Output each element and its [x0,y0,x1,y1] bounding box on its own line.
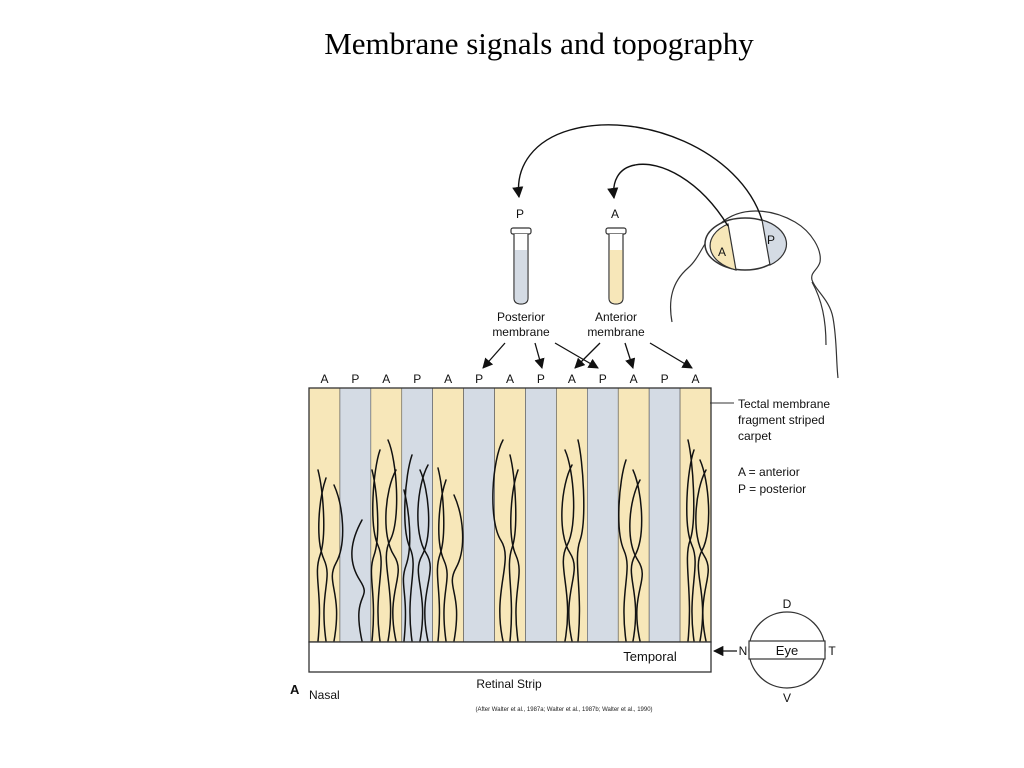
anterior-arrow [607,163,729,227]
axon [385,439,398,642]
stripe-letter: P [413,372,421,386]
temporal-label: Temporal [623,649,677,664]
axon [629,479,643,642]
page-title: Membrane signals and topography [324,26,754,61]
anterior-tube: A [605,207,627,305]
axon [318,477,328,642]
stripe-letter: A [444,372,452,386]
head-outline [669,210,839,379]
stripe-posterior [339,387,372,643]
legend-key-posterior: P = posterior [738,482,806,496]
eye-dorsal: D [783,597,792,611]
axon [402,489,411,642]
stripe-letter: A [692,372,700,386]
legend-carpet-line3: carpet [738,429,772,443]
stripe-letter: A [506,372,514,386]
axon [451,494,464,642]
retinal-axons [316,439,710,642]
anterior-membrane-fill [609,250,623,304]
retinal-strip-caption: Retinal Strip [476,677,542,691]
posterior-label-line1: Posterior [497,310,545,324]
stripe-letter: P [351,372,359,386]
legend-carpet-line1: Tectal membrane [738,397,830,411]
tectum-posterior-label: P [767,233,775,247]
striped-carpet [308,387,712,643]
axon [438,479,448,642]
axon [351,519,365,642]
stripe-anterior [432,387,464,643]
stripe-posterior [463,387,495,643]
retinal-strip [308,641,712,673]
anterior-label-line2: membrane [587,325,645,339]
tectum-posterior-region [761,219,788,266]
axon [417,469,430,642]
stripe-anterior [556,387,588,643]
posterior-label-line2: membrane [492,325,550,339]
stripe-letter: A [382,372,390,386]
stripe-letter: P [661,372,669,386]
axon [576,439,585,642]
axon [370,469,379,642]
posterior-membrane-fill [514,250,528,304]
axon [372,449,382,642]
stripe-anterior [494,387,526,643]
stripe-letter: P [537,372,545,386]
posterior-tube: P [510,207,532,305]
legend-key-anterior: A = anterior [738,465,800,479]
distribution-arrows [482,342,693,370]
eye-label: Eye [776,643,798,658]
tectum-anterior-label: A [718,245,726,259]
stripe-posterior [587,387,619,643]
axon [385,469,399,642]
stripe-letter: P [475,372,483,386]
citation: (After Walter et al., 1987a; Walter et a… [475,707,652,713]
eye-ventral: V [783,691,791,705]
tectum: A P [704,217,788,271]
nasal-label: Nasal [309,688,340,702]
eye-temporal: T [828,644,836,658]
stripe-posterior [525,387,557,643]
axon [404,454,414,642]
posterior-tube-letter: P [516,207,524,221]
tectum-anterior-region [709,223,737,271]
axon [618,459,628,642]
posterior-arrow [512,124,763,221]
panel-label: A [290,682,300,697]
head-inner-line [811,281,827,346]
stripe-letter: A [320,372,328,386]
eye-diagram: Eye D V N T [712,597,836,705]
stripe-letter: A [568,372,576,386]
legend-carpet-line2: fragment striped [738,413,825,427]
anterior-label-line1: Anterior [595,310,637,324]
axon [331,484,344,642]
stripe-anterior [617,387,650,643]
stripe-posterior [648,387,681,643]
axon [492,439,506,642]
anterior-tube-letter: A [611,207,619,221]
axon [695,469,709,642]
eye-nasal: N [739,644,748,658]
axon [417,464,431,642]
axon [686,449,696,642]
axon [561,464,575,642]
stripe-letter: P [599,372,607,386]
axon [510,469,520,642]
stripe-letter: A [630,372,638,386]
axon [508,454,517,642]
